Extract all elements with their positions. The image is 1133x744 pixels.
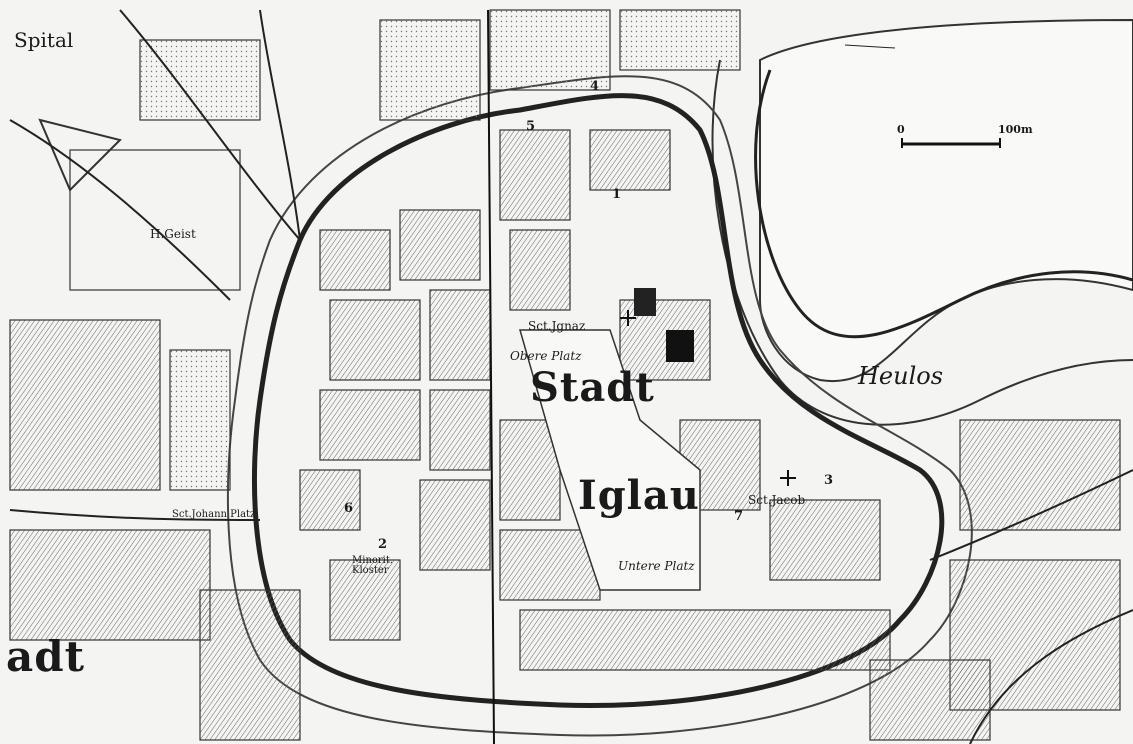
reference-leader	[844, 44, 896, 49]
district-number-7: 7	[734, 509, 744, 524]
district-number-1: 1	[612, 187, 622, 202]
east-suburb-blocks	[869, 419, 1121, 741]
heulos-stream-bank	[711, 59, 1133, 426]
spital-enclosure	[38, 118, 122, 192]
north-suburb-blocks	[139, 9, 741, 121]
city-wall	[251, 93, 945, 708]
scale-label-end: 100m	[998, 123, 1033, 136]
label-sct-jacob: Sct.Jacob	[748, 493, 806, 507]
building-dark	[634, 288, 656, 316]
label-sct-johann-platz: Sct.Johann Platz	[172, 509, 256, 520]
church-markers	[620, 310, 796, 486]
label-spital: Spital	[14, 28, 74, 52]
h-geist-enclosure	[69, 149, 241, 291]
label-stadt: Stadt	[530, 364, 655, 411]
label-obere-platz: Obere Platz	[510, 349, 582, 363]
district-number-5: 5	[526, 119, 536, 134]
city-blocks	[299, 129, 891, 671]
scale-bar	[901, 138, 1001, 148]
label-h-geist: H.Geist	[150, 227, 196, 241]
west-suburb-blocks	[9, 319, 301, 741]
label-iglau: Iglau	[578, 472, 700, 519]
map-sheet-seam	[487, 9, 495, 744]
roads	[9, 9, 1133, 744]
district-number-4: 4	[590, 79, 600, 94]
heulos-stream	[754, 69, 1133, 339]
label-minoriten-kloster: Minorit. Kloster	[352, 555, 394, 576]
district-number-6: 6	[344, 501, 354, 516]
scale-label-start: 0	[897, 123, 905, 136]
district-number-3: 3	[824, 473, 834, 488]
label-untere-platz: Untere Platz	[618, 559, 695, 573]
district-number-2: 2	[378, 537, 388, 552]
label-stadt-fragment: adt	[6, 632, 85, 681]
sct-jgnaz-church	[666, 330, 694, 362]
label-heulos: Heulos	[858, 362, 944, 390]
obere-platz-square	[519, 329, 701, 591]
label-sct-jgnaz: Sct.Jgnaz	[528, 319, 586, 333]
